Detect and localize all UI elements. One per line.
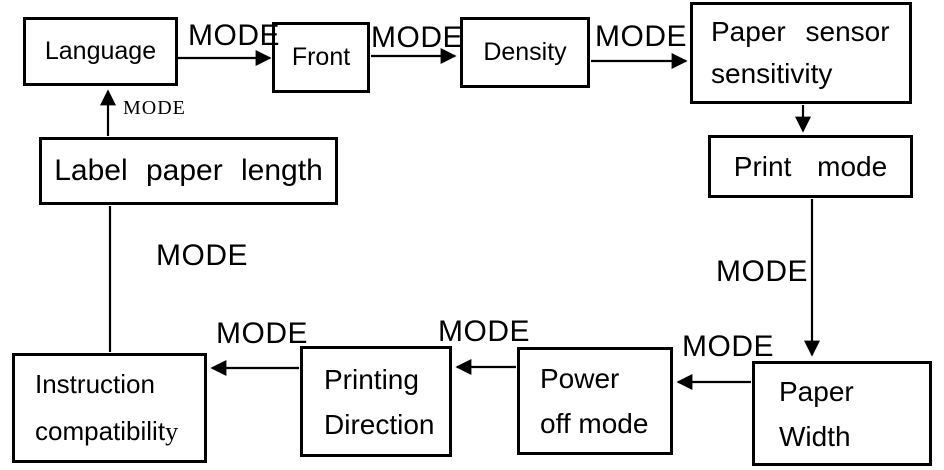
node-instruction-line2: compatibility [35, 408, 204, 455]
node-label-paper-length: Label paper length [39, 137, 338, 205]
mode-label-paperwidth-to-poweroff: MODE [682, 330, 774, 363]
node-density: Density [460, 17, 590, 88]
node-paper-width: Paper Width [752, 361, 932, 466]
node-density-label: Density [483, 38, 567, 66]
node-paper-sensor-line1: Paper sensor [711, 16, 890, 47]
node-print-mode-label: Print mode [733, 150, 888, 182]
node-instruction-line1: Instruction [35, 369, 155, 399]
mode-label-density-to-sensor: MODE [595, 20, 687, 53]
mode-label-front-to-density: MODE [371, 21, 463, 54]
node-power-off-line2: off mode [540, 408, 649, 439]
node-paper-width-line1: Paper [779, 375, 854, 407]
mode-label-labellength-to-language: MODE [123, 97, 186, 119]
node-label-paper-length-label: Label paper length [54, 154, 323, 187]
node-language: Language [23, 17, 178, 86]
node-paper-width-line2: Width [779, 420, 851, 452]
node-printing-direction-line2: Direction [324, 408, 435, 440]
node-front: Front [272, 22, 370, 93]
mode-label-poweroff-to-direction: MODE [438, 315, 530, 348]
node-print-mode: Print mode [708, 135, 913, 198]
mode-label-direction-to-instruction: MODE [216, 317, 308, 350]
node-power-off-mode: Power off mode [517, 347, 673, 455]
node-instruction-line2-main: compatibilit [35, 416, 166, 446]
node-printing-direction-line1: Printing [324, 363, 419, 395]
node-instruction-line2-tail: y [165, 417, 179, 446]
node-paper-sensor-line2: sensitivity [711, 58, 833, 89]
node-language-label: Language [44, 37, 157, 65]
mode-label-instruction-to-labellength: MODE [156, 239, 248, 272]
mode-label-printmode-to-paperwidth: MODE [716, 255, 808, 288]
node-instruction-compatibility: Instruction compatibility [12, 353, 207, 463]
node-printing-direction: Printing Direction [300, 346, 452, 457]
node-power-off-line1: Power [540, 363, 620, 394]
node-paper-sensor-sensitivity: Paper sensor sensitivity [690, 2, 912, 104]
mode-label-language-to-front: MODE [188, 19, 280, 52]
node-front-label: Front [291, 43, 351, 71]
